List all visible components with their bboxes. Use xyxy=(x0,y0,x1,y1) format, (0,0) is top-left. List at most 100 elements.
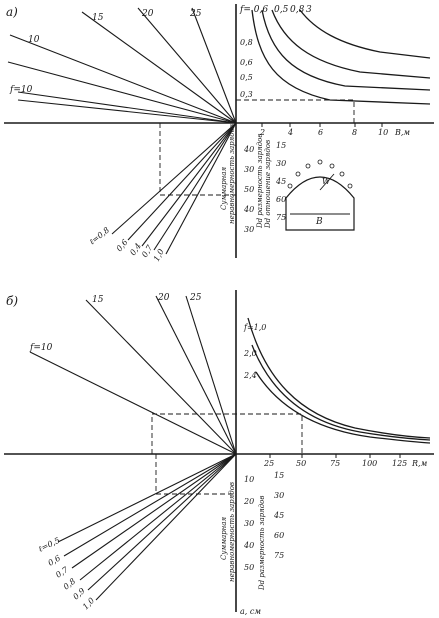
panel-b-dashed-guide-upper xyxy=(151,413,303,454)
panel-a-x-label-4: 4 xyxy=(287,128,293,137)
panel-a-ray-f xyxy=(7,61,237,124)
panel-b-curve-label-1: f=1,0 xyxy=(243,323,266,332)
panel-b-label: б) xyxy=(6,294,18,308)
panel-a-col1-label: 40 xyxy=(243,145,254,154)
panel-b-curve-label-3: 2,4 xyxy=(243,371,257,380)
panel-a-ray-10 xyxy=(9,34,237,124)
panel-b-fan-label-5: 0,9 xyxy=(71,586,86,601)
charge-hole-icon xyxy=(295,171,301,177)
charge-hole-icon xyxy=(339,171,345,177)
panel-b-fan-label-3: 0,7 xyxy=(54,565,70,580)
panel-a-curve-label-2: 0,8 xyxy=(290,5,305,15)
panel-a-y-label-1: 0,8 xyxy=(240,38,253,47)
tunnel-spacing-label: W xyxy=(322,177,331,186)
tunnel-inset: B W xyxy=(285,159,355,231)
charge-hole-icon xyxy=(287,183,293,189)
panel-a-fan-line xyxy=(111,122,237,235)
panel-b-col1-label: 40 xyxy=(243,541,254,550)
panel-b-caption-3: Dd размерность зарядов xyxy=(258,496,266,591)
panel-a-ray-extra xyxy=(17,99,237,124)
panel-b-ray-25 xyxy=(185,295,237,455)
panel-a-curve-label-3: 3 xyxy=(306,5,312,15)
panel-a-x-label-8: 8 xyxy=(352,128,357,137)
panel-a-col1-label: 50 xyxy=(244,185,254,194)
panel-b-caption-2: неравномерность зарядов xyxy=(228,482,236,582)
panel-b-fan-line xyxy=(87,453,237,591)
panel-a-ray-25 xyxy=(191,7,237,124)
panel-b-fan-label-4: 0,8 xyxy=(62,577,78,592)
charge-hole-icon xyxy=(347,183,353,189)
panel-a-curve-3 xyxy=(271,9,431,79)
panel-b-ray-label-20: 20 xyxy=(157,293,170,303)
panel-a-col2-label: 75 xyxy=(276,213,286,222)
panel-a-x-label-10: 10 xyxy=(378,128,388,137)
panel-b-f-label: f=10 xyxy=(29,343,53,353)
panel-b-col1-label: 20 xyxy=(243,497,254,506)
panel-b-col2-label: 45 xyxy=(273,511,284,520)
charge-hole-icon xyxy=(329,163,335,169)
panel-b-curve-2 xyxy=(251,344,431,441)
panel-a-curve-2 xyxy=(261,9,431,91)
panel-a-dashed-guide-1 xyxy=(159,123,236,196)
panel-b-ray-15 xyxy=(85,299,237,455)
panel-a-y-label-4: 0,3 xyxy=(240,90,253,99)
panel-b-curve-3 xyxy=(255,371,431,444)
panel-b-fan-line xyxy=(95,453,237,601)
panel-a-fan-label-1: ℓ=0,8 xyxy=(88,225,111,246)
panel-a-curve-label-1: 0,5 xyxy=(274,5,289,15)
panel-a-col1-label: 40 xyxy=(243,205,254,214)
panel-b-fan-label-6: 1,0 xyxy=(81,596,96,611)
panel-a-f-label: f=10 xyxy=(9,85,33,95)
panel-b-col2-label: 75 xyxy=(274,551,284,560)
panel-a-col2-label: 15 xyxy=(276,141,286,150)
panel-a-x-label-6: 6 xyxy=(318,128,323,137)
panel-a-y-label-3: 0,5 xyxy=(240,73,253,82)
panel-a-caption-2: неравномерность зарядов xyxy=(228,124,236,224)
panel-b-x-label-100: 100 xyxy=(362,459,377,468)
panel-a-curve-1 xyxy=(251,9,431,105)
panel-b-fan-line xyxy=(57,453,237,543)
panel-a-curve-header: f= 0,6 xyxy=(239,5,268,15)
tunnel-outline xyxy=(285,176,355,231)
panel-a-ray-20 xyxy=(137,7,237,124)
panel-b: б) 15 20 25 f=10 f=1,0 2,0 2,4 25 50 75 … xyxy=(4,290,434,616)
panel-b-fan-line xyxy=(63,453,237,557)
panel-b-fan-line xyxy=(79,453,237,581)
panel-a-y-label-2: 0,6 xyxy=(240,58,253,67)
panel-b-ray-label-25: 25 xyxy=(189,293,202,303)
panel-a-caption-4: Dd отношение зарядов xyxy=(264,140,272,229)
panel-b-bottom-label: a, см xyxy=(240,607,261,616)
tunnel-width-label: B xyxy=(315,217,323,227)
panel-a-ray-label-20: 20 xyxy=(141,9,154,19)
panel-a-fan-line xyxy=(127,122,237,241)
panel-a-x-label-2: 2 xyxy=(259,128,265,137)
panel-b-x-unit: R,м xyxy=(411,459,428,468)
panel-b-x-label-125: 125 xyxy=(392,459,407,468)
panel-b-col2-label: 15 xyxy=(274,471,284,480)
panel-b-col2-label: 60 xyxy=(274,531,284,540)
panel-b-col1-label: 10 xyxy=(244,475,254,484)
panel-a-fan-line xyxy=(141,122,237,247)
panel-a-fan-line xyxy=(165,122,237,255)
panel-a-ray-15 xyxy=(81,11,237,124)
panel-a-ray-label-10: 10 xyxy=(28,35,40,45)
panel-a-col2-label: 60 xyxy=(276,195,286,204)
panel-b-ray-label-15: 15 xyxy=(92,295,104,305)
panel-a-label: а) xyxy=(6,5,18,19)
panel-a-ray-label-15: 15 xyxy=(92,13,104,23)
panel-a-x-unit: В,м xyxy=(394,128,410,137)
panel-a-caption-3: Dd размерность зарядов xyxy=(256,134,264,229)
tunnel-radius-line xyxy=(319,173,335,191)
panel-b-ray-20 xyxy=(155,295,237,455)
panel-b-ray-f10 xyxy=(29,351,237,455)
panel-b-fan-label-1: ℓ=0,5 xyxy=(37,536,61,554)
panel-a-curve-4 xyxy=(299,9,431,59)
panel-a-col1-label: 30 xyxy=(244,225,254,234)
charge-hole-icon xyxy=(317,159,323,165)
panel-b-col2-label: 30 xyxy=(274,491,284,500)
panel-a-ray-f10 xyxy=(17,91,237,124)
panel-b-col1-label: 30 xyxy=(244,519,254,528)
panel-a-fan-label-2: 0,6 xyxy=(115,238,130,254)
panel-b-curve-label-2: 2,0 xyxy=(243,349,257,358)
